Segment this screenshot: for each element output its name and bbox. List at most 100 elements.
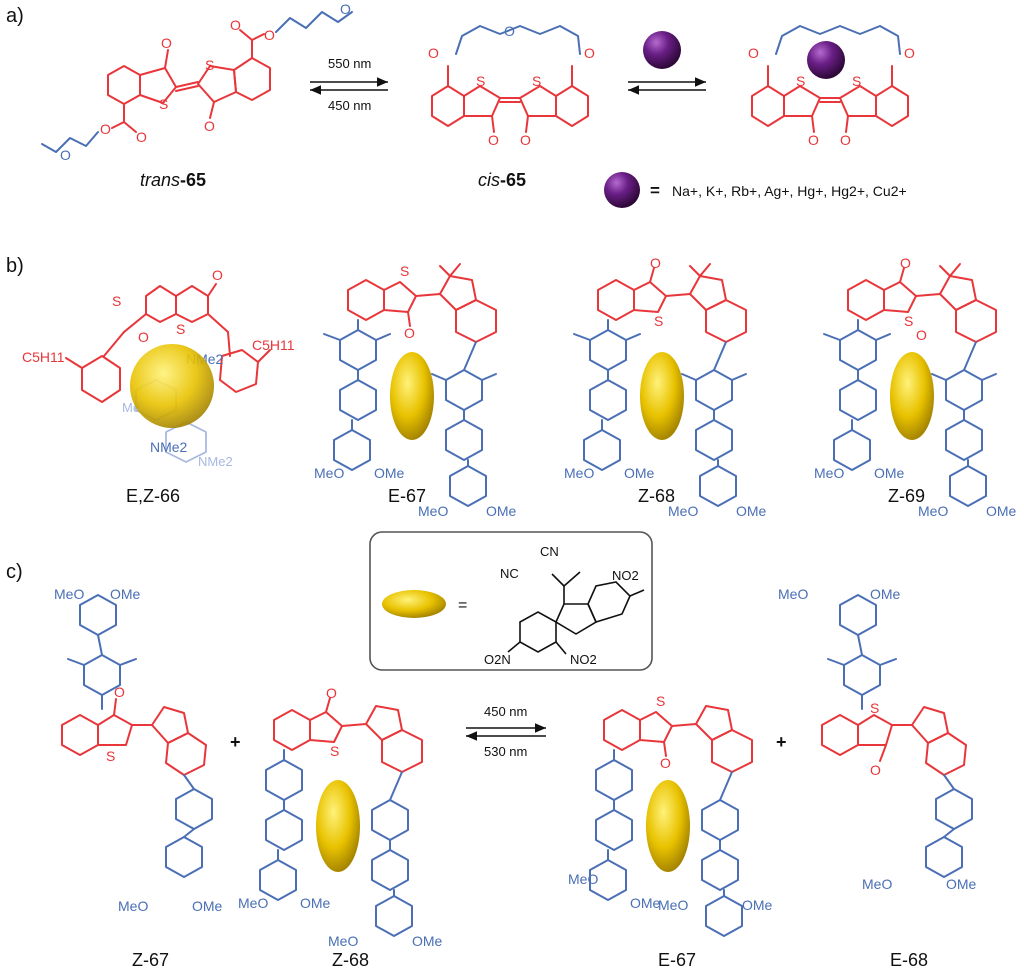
atom-label: O	[428, 45, 439, 61]
atom-label: S	[330, 743, 339, 759]
compound-label: Z-67	[132, 950, 169, 970]
atom-label: O	[520, 132, 531, 148]
methoxy-label: MeO	[778, 586, 808, 602]
atom-label: S	[106, 748, 115, 764]
methoxy-label: OMe	[986, 503, 1017, 519]
methoxy-label: MeO	[118, 898, 148, 914]
methoxy-label: MeO	[314, 465, 344, 481]
legend-equals: =	[458, 597, 467, 614]
cyano-label: CN	[540, 544, 559, 559]
atom-label: O	[650, 255, 661, 271]
z-68-structure: O S MeO OMe MeO OMe	[564, 255, 767, 519]
nitro-label: NO2	[570, 652, 597, 667]
methoxy-label: MeO	[418, 503, 448, 519]
atom-label: S	[159, 96, 168, 112]
atom-label: O	[870, 762, 881, 778]
atom-label: S	[904, 313, 913, 329]
plus-sign: +	[230, 732, 241, 752]
guest-legend-box: = CN NC NO2 O2N NO2	[369, 531, 653, 671]
atom-label: O	[264, 27, 275, 43]
atom-label: O	[230, 17, 241, 33]
ez-66-structure: O S S O C5H11 C5H11 NMe2 NMe2 NMe2 Me	[22, 267, 295, 469]
atom-label: S	[656, 693, 665, 709]
e-68-structure: MeO OMe S O MeO OMe	[778, 586, 977, 892]
atom-label: O	[504, 23, 515, 39]
atom-label: O	[138, 329, 149, 345]
cis-65-structure: O O S S O O O	[428, 23, 595, 148]
atom-label: O	[212, 267, 223, 283]
methoxy-label: OMe	[874, 465, 905, 481]
wavelength-label: 450 nm	[328, 98, 371, 113]
atom-label: O	[204, 118, 215, 134]
methoxy-label: MeO	[668, 503, 698, 519]
guest-sphere	[130, 344, 214, 428]
atom-label: S	[870, 700, 879, 716]
methoxy-label: MeO	[568, 871, 598, 887]
guest-ellipsoid-legend	[382, 590, 446, 618]
atom-label: S	[796, 73, 805, 89]
wavelength-label: 530 nm	[484, 744, 527, 759]
atom-label: O	[660, 755, 671, 771]
methoxy-label: OMe	[412, 933, 443, 949]
methoxy-label: OMe	[742, 897, 773, 913]
wavelength-label: 450 nm	[484, 704, 527, 719]
atom-label: O	[584, 45, 595, 61]
compound-label: Z-68	[638, 486, 675, 506]
photo-switch-arrows-c: 450 nm 530 nm	[466, 704, 546, 759]
methoxy-label: OMe	[946, 876, 977, 892]
guest-ellipsoid	[390, 352, 434, 440]
atom-label: O	[748, 45, 759, 61]
ion-legend-equals: =	[650, 181, 660, 200]
cis-65-ion-complex: O O S S O O	[748, 25, 915, 148]
methoxy-label: OMe	[630, 895, 661, 911]
methoxy-label: OMe	[374, 465, 405, 481]
z-67-structure: MeO OMe O S MeO OMe	[54, 586, 223, 914]
guest-ellipsoid	[640, 352, 684, 440]
atom-label: O	[840, 132, 851, 148]
nitro-label: NO2	[612, 568, 639, 583]
atom-label: S	[400, 263, 409, 279]
fluorenylidene-structure	[507, 571, 645, 655]
atom-label: O	[916, 327, 927, 343]
bound-ion-sphere	[807, 41, 845, 79]
panel-label-a: a)	[6, 5, 24, 27]
atom-label: O	[326, 685, 337, 701]
guest-ellipsoid	[890, 352, 934, 440]
compound-label-trans-65: trans-65	[140, 170, 206, 190]
ion-list: Na+, K+, Rb+, Ag+, Hg+, Hg2+, Cu2+	[672, 183, 907, 199]
guest-ellipsoid	[646, 780, 690, 872]
methoxy-label: OMe	[486, 503, 517, 519]
guest-ellipsoid	[316, 780, 360, 872]
methoxy-label: MeO	[918, 503, 948, 519]
atom-label: S	[112, 293, 121, 309]
methoxy-label: MeO	[814, 465, 844, 481]
plus-sign: +	[776, 732, 787, 752]
atom-label: S	[532, 73, 541, 89]
amine-label: NMe2	[198, 454, 233, 469]
methoxy-label: OMe	[192, 898, 223, 914]
wavelength-label: 550 nm	[328, 56, 371, 71]
compound-label-cis-65: cis-65	[478, 170, 526, 190]
compound-label: E-67	[658, 950, 696, 970]
binding-equilibrium-arrows	[628, 77, 706, 95]
methoxy-label: MeO	[328, 933, 358, 949]
methoxy-label: OMe	[624, 465, 655, 481]
atom-label: S	[654, 313, 663, 329]
photo-switch-arrows-a: 550 nm 450 nm	[310, 56, 388, 113]
substituent-label: C5H11	[22, 349, 65, 365]
atom-label: O	[161, 35, 172, 51]
atom-label: O	[900, 255, 911, 271]
panel-label-c: c)	[6, 561, 23, 583]
e-67-structure: S O MeO OMe MeO OMe	[314, 263, 517, 519]
atom-label: O	[904, 45, 915, 61]
atom-label: O	[488, 132, 499, 148]
atom-label: O	[808, 132, 819, 148]
atom-label: O	[340, 1, 351, 17]
atom-label: S	[852, 73, 861, 89]
atom-label: O	[136, 129, 147, 145]
compound-label: E-67	[388, 486, 426, 506]
atom-label: O	[60, 147, 71, 163]
e-67-complex-structure: S O MeO OMe MeO OMe	[568, 693, 773, 937]
